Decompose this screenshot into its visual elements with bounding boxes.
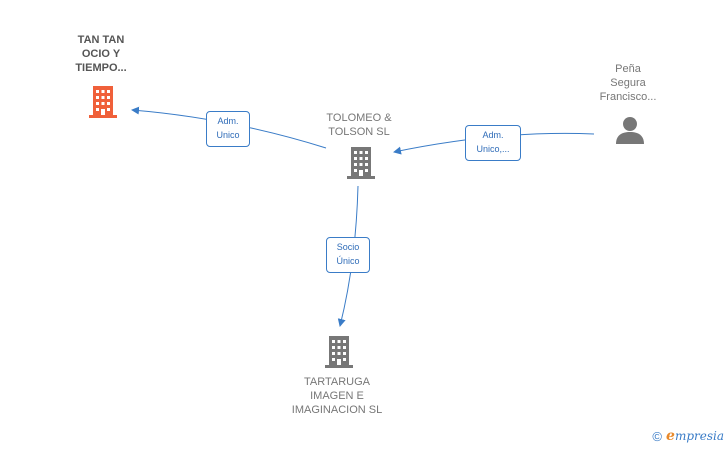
node-label-line: TOLOMEO & [326,112,392,124]
company-building-icon[interactable] [322,334,356,370]
node-label-tolomeo[interactable]: TOLOMEO & TOLSON SL [308,111,410,139]
footer-branding: © empresia [652,428,724,444]
node-label-line: TOLSON SL [328,126,390,138]
person-icon[interactable] [614,114,646,146]
node-label-line: Francisco... [599,91,657,103]
empresia-logo[interactable]: empresia [666,428,724,444]
company-building-icon[interactable] [86,84,120,120]
node-label-tantan[interactable]: TAN TAN OCIO Y TIEMPO... [55,33,147,75]
edge-label-line: Unico [216,130,240,140]
node-label-line: Peña [615,63,641,75]
node-label-line: IMAGINACION SL [291,404,383,416]
company-building-icon[interactable] [344,145,378,181]
edge-label-line: Adm. [217,116,239,126]
edge-label-line: Unico,... [476,144,510,154]
node-label-line: TIEMPO... [75,62,127,74]
edge-label-line: Socio [336,242,360,252]
edge-label-adm-unico-left[interactable]: Adm. Unico [206,111,250,147]
edge-label-line: Único [336,256,360,266]
copyright-symbol: © [652,428,663,444]
edge-label-adm-unico-right[interactable]: Adm. Unico,... [465,125,521,161]
node-label-pena[interactable]: Peña Segura Francisco... [580,62,676,104]
edge-label-socio-unico[interactable]: Socio Único [326,237,370,273]
edge-label-line: Adm. [482,130,504,140]
node-label-line: OCIO Y [81,48,121,60]
node-label-line: Segura [610,77,646,89]
node-label-line: TAN TAN [77,34,125,46]
node-label-line: TARTARUGA [303,376,370,388]
brand-name: mpresia [674,429,724,443]
node-label-line: IMAGEN E [310,390,364,402]
node-label-tartaruga[interactable]: TARTARUGA IMAGEN E IMAGINACION SL [270,375,404,417]
brand-initial: e [666,428,675,444]
